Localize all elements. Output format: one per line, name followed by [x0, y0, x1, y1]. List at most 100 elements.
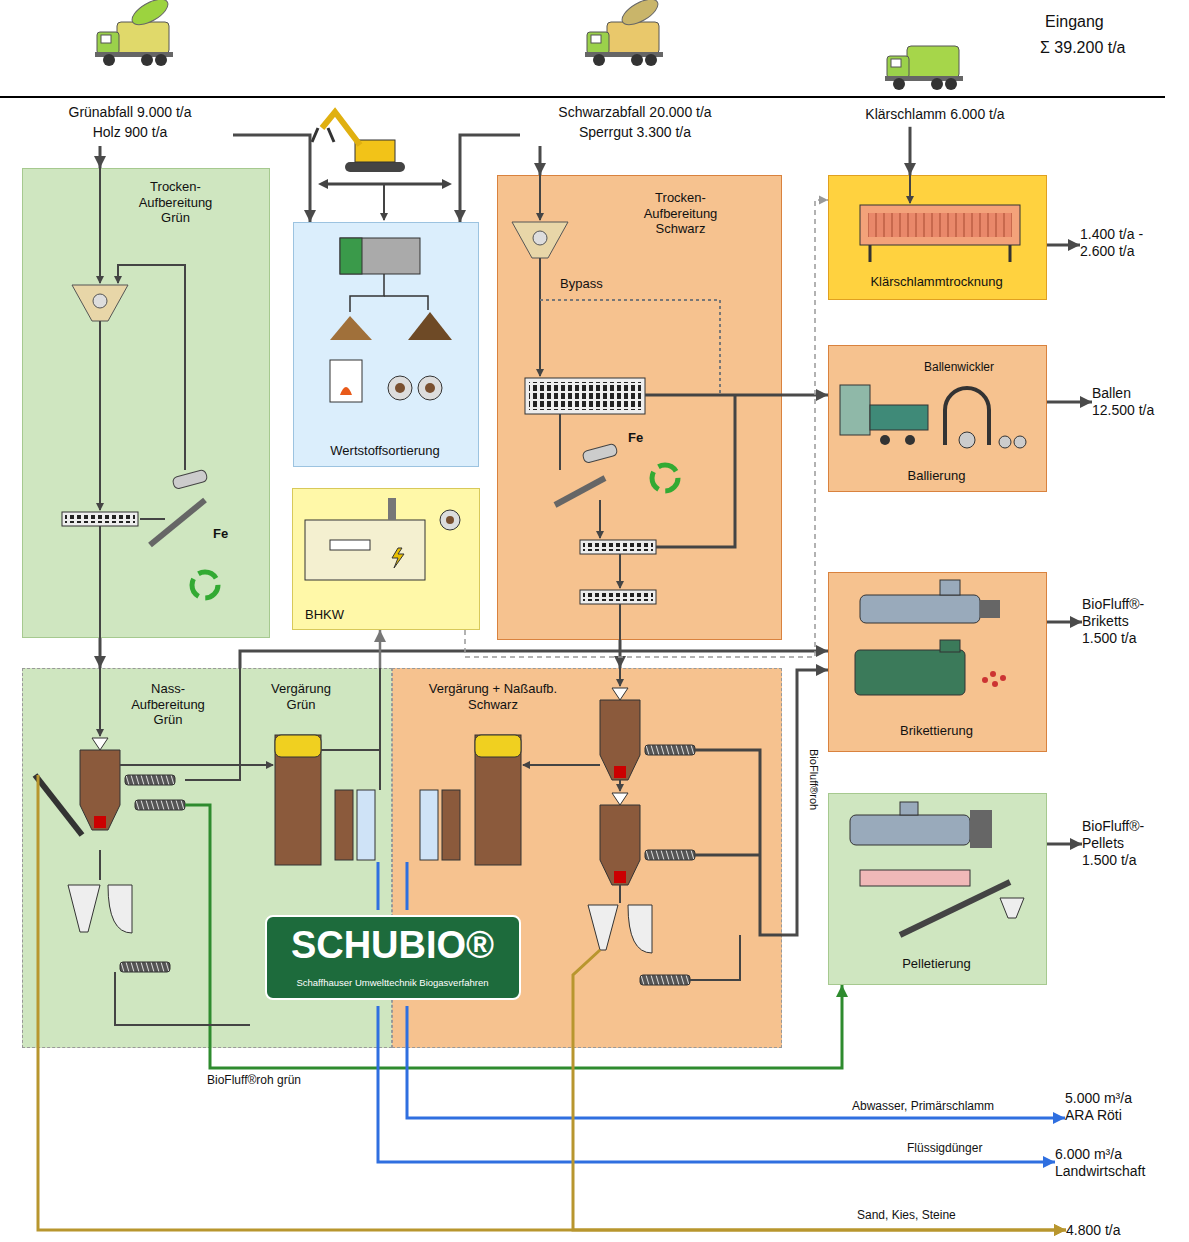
wet-green-icon	[99, 668, 101, 736]
arrow-head	[454, 210, 466, 222]
input-label: Grünabfall 9.000 t/aHolz 900 t/a	[30, 102, 233, 146]
node-text: 5.000 m³/a ARA Röti	[1065, 1090, 1155, 1124]
baler-icon	[959, 432, 975, 448]
flow-label: Abwasser, Primärschlamm	[850, 1099, 996, 1113]
pelleting-icon	[850, 815, 970, 845]
process-area: Trocken-Aufbereitung Grün	[22, 168, 270, 638]
dry-green-icon	[99, 526, 101, 638]
flow-arrow	[94, 146, 106, 168]
arrow-head	[94, 156, 106, 168]
dry-green-icon	[99, 168, 101, 283]
briquetting-icon	[1000, 675, 1006, 681]
dry-black-icon	[525, 378, 645, 414]
arrow-head	[1070, 616, 1082, 628]
node-text: Pelletierung	[829, 956, 1044, 972]
logo-text: Schaffhauser Umwelttechnik Biogasverfahr…	[267, 977, 518, 988]
flow-arrow	[614, 640, 626, 668]
flow-arrow	[534, 146, 546, 175]
briquetting-icon	[992, 681, 998, 687]
wet-black-icon	[645, 745, 695, 755]
annotation-label: Fe	[213, 526, 243, 542]
arrow-head	[816, 389, 828, 401]
arrow-head	[94, 656, 106, 668]
arrow-head	[904, 163, 916, 175]
briquetting-icon	[980, 600, 1000, 618]
node-text: Ballierung	[829, 468, 1044, 484]
wet-black-icon	[619, 885, 621, 903]
dry-black-icon	[599, 500, 601, 538]
arrow-head	[816, 645, 828, 657]
arrow-head	[836, 985, 848, 997]
flow-arrow	[782, 664, 828, 935]
wet-green-icon	[37, 775, 40, 1048]
pelleting-icon	[860, 870, 970, 886]
chp-icon	[330, 540, 370, 550]
output-label: Ballen 12.500 t/a	[1092, 385, 1177, 425]
dry-black-icon	[619, 604, 621, 640]
sorting-icon	[425, 383, 435, 393]
flow-line	[573, 1048, 1066, 1230]
wet-green-icon	[377, 862, 380, 910]
output-label: 5.000 m³/a ARA Röti	[1065, 1090, 1165, 1128]
dry-green-icon	[62, 512, 138, 526]
flow-arrow	[374, 630, 386, 668]
output-label: 1.400 t/a - 2.600 t/a	[1080, 226, 1165, 266]
flow-arrow	[573, 1048, 1066, 1236]
wet-green-icon	[335, 790, 353, 860]
flow-label: BioFluff®roh grün	[205, 1073, 303, 1087]
node-text: BHKW	[305, 607, 385, 623]
node-text: Vergärung Grün	[261, 681, 341, 712]
flow-arrow	[407, 1048, 1065, 1124]
annotation-label: Σ 39.200 t/a	[1040, 38, 1180, 57]
output-label: 4.800 t/a	[1066, 1222, 1157, 1242]
sorting-icon	[340, 387, 352, 395]
header-line	[0, 97, 1165, 98]
node-text: Ballen 12.500 t/a	[1092, 385, 1170, 419]
briquetting-icon	[990, 671, 996, 677]
flow-arrow	[1047, 396, 1092, 408]
arrow-head	[374, 630, 386, 642]
annotation-label: Fe	[628, 430, 658, 446]
node-text: BioFluff®-Briketts 1.500 t/a	[1082, 596, 1160, 646]
truck-icon	[95, 22, 173, 66]
arrow-head	[1080, 396, 1092, 408]
arrow-head	[304, 210, 316, 222]
sorting-icon	[418, 376, 442, 400]
flow-line	[240, 651, 828, 668]
truck-icon	[128, 0, 172, 30]
node-text: Klärschlammtrocknung	[829, 274, 1044, 290]
node-text: Klärschlamm 6.000 t/a	[830, 106, 1040, 123]
dry-black-icon	[645, 394, 782, 397]
annotation-label: Eingang	[1045, 12, 1165, 31]
dryer-icon	[869, 245, 872, 262]
dry-black-icon	[539, 175, 541, 220]
arrow-head	[1054, 1224, 1066, 1236]
flow-arrow	[904, 127, 916, 175]
node-text: Grünabfall 9.000 t/a	[30, 104, 230, 121]
arrow-head	[1070, 838, 1082, 850]
output-label: BioFluff®-Pellets 1.500 t/a	[1082, 818, 1167, 874]
node-text: 4.800 t/a	[1066, 1222, 1154, 1239]
sorting-icon	[340, 238, 420, 274]
baler-icon	[880, 435, 890, 445]
chp-icon	[305, 520, 425, 580]
baler-icon	[870, 405, 928, 430]
logo-text: SCHUBIO®	[267, 923, 518, 969]
node-text: Ballenwickler	[924, 360, 1039, 374]
node-text: Wertstoffsortierung	[294, 443, 476, 459]
wet-green-icon	[80, 738, 120, 830]
arrow-head	[1053, 1112, 1065, 1124]
flow-arrow	[1047, 838, 1082, 850]
baler-icon	[1014, 436, 1026, 448]
briquetting-icon	[940, 580, 960, 595]
sorting-icon	[340, 238, 362, 274]
wet-black-icon	[600, 688, 640, 780]
flow-label: Sand, Kies, Steine	[855, 1208, 958, 1222]
flow-line	[38, 1048, 1066, 1230]
wet-green-icon	[99, 850, 101, 880]
pelleting-icon	[900, 802, 918, 815]
dry-black-icon	[580, 540, 656, 554]
wet-green-icon	[275, 735, 321, 865]
node-text: Brikettierung	[829, 723, 1044, 739]
chp-icon	[446, 516, 454, 524]
